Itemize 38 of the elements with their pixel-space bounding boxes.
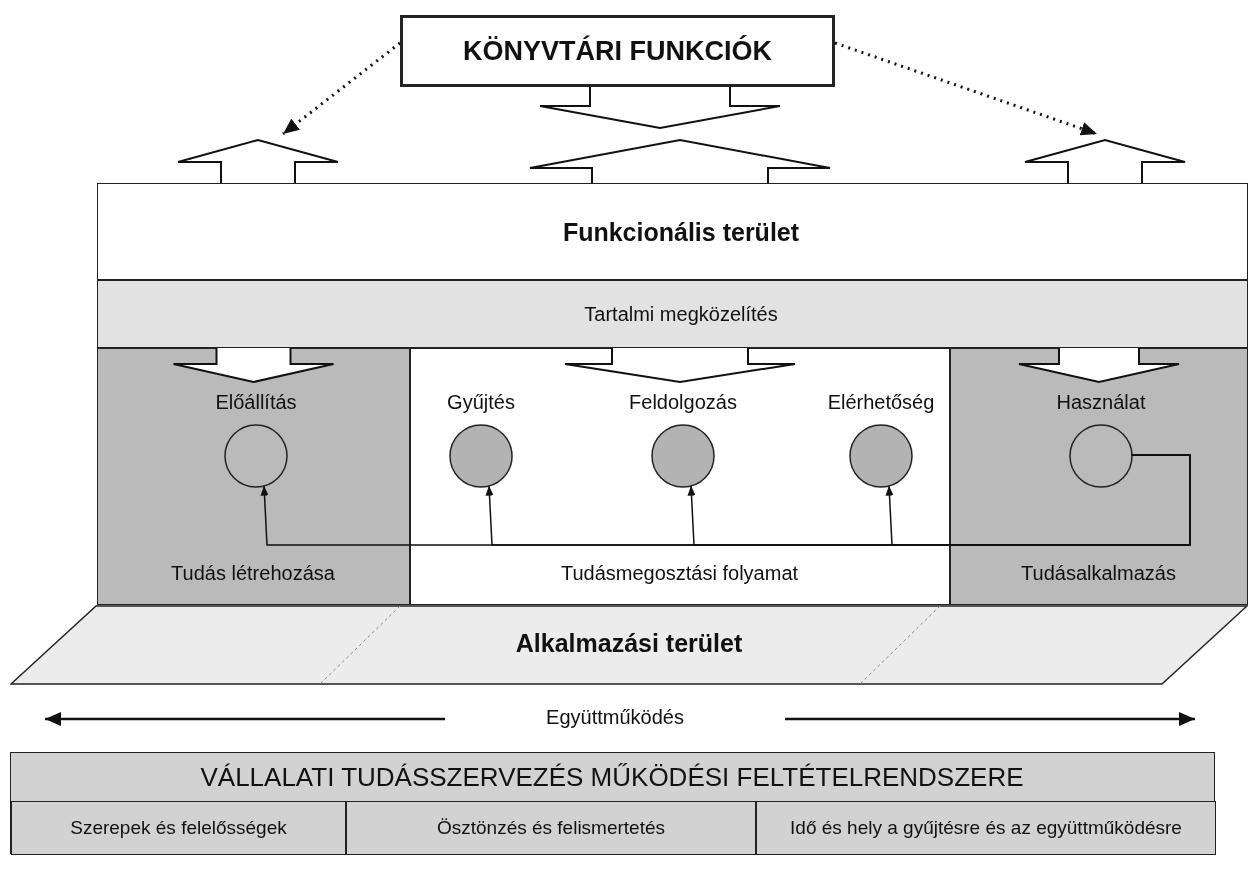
- block-arrow: [177, 138, 339, 184]
- column-panel: [950, 348, 1248, 605]
- column-panel: [97, 348, 410, 605]
- condition-cell: Szerepek és felelősségek: [11, 801, 346, 855]
- table-heading: VÁLLALATI TUDÁSSZERVEZÉS MŰKÖDÉSI FELTÉTELRENDSZERE: [199, 762, 1025, 793]
- conditions-table: [10, 752, 1215, 854]
- block-arrow: [564, 347, 796, 383]
- circle-caption: Feldolgozás: [628, 391, 738, 414]
- condition-cell: Ösztönzés és felismertetés: [346, 801, 756, 855]
- process-circle: [849, 424, 913, 488]
- approach-band: [97, 280, 1248, 348]
- panel-label: Tudásmegosztási folyamat: [559, 562, 800, 585]
- process-circle: [449, 424, 513, 488]
- block-arrow: [1018, 347, 1180, 384]
- column-panel: [410, 348, 950, 605]
- band-title: Tartalmi megközelítés: [583, 303, 779, 326]
- block-arrow: [1024, 138, 1186, 184]
- caption-text: Együttműködés: [545, 706, 685, 729]
- process-circle: [224, 424, 288, 488]
- dotted-arrow: [282, 41, 401, 136]
- circle-caption: Gyűjtés: [446, 391, 516, 414]
- circle-caption: Előállítás: [214, 391, 298, 414]
- block-arrow: [529, 139, 831, 184]
- circle-caption: Használat: [1055, 391, 1147, 414]
- process-circle: [651, 424, 715, 488]
- panel-label: Tudás létrehozása: [170, 562, 336, 585]
- process-circle: [1069, 424, 1133, 488]
- condition-cell: Idő és hely a gyűjtésre és az együttműködésre: [756, 801, 1216, 855]
- area-band: [97, 183, 1248, 280]
- dotted-arrow: [834, 41, 1098, 136]
- arrow: [260, 454, 1191, 546]
- panel-label: Tudásalkalmazás: [1020, 562, 1177, 585]
- band-title: Funkcionális terület: [561, 217, 801, 247]
- circle-caption: Elérhetőség: [826, 391, 936, 414]
- block-arrow: [539, 86, 781, 129]
- block-arrow: [172, 347, 335, 384]
- area-title: Alkalmazási terület: [514, 629, 744, 658]
- heading-box: KÖNYVTÁRI FUNKCIÓK: [400, 15, 835, 87]
